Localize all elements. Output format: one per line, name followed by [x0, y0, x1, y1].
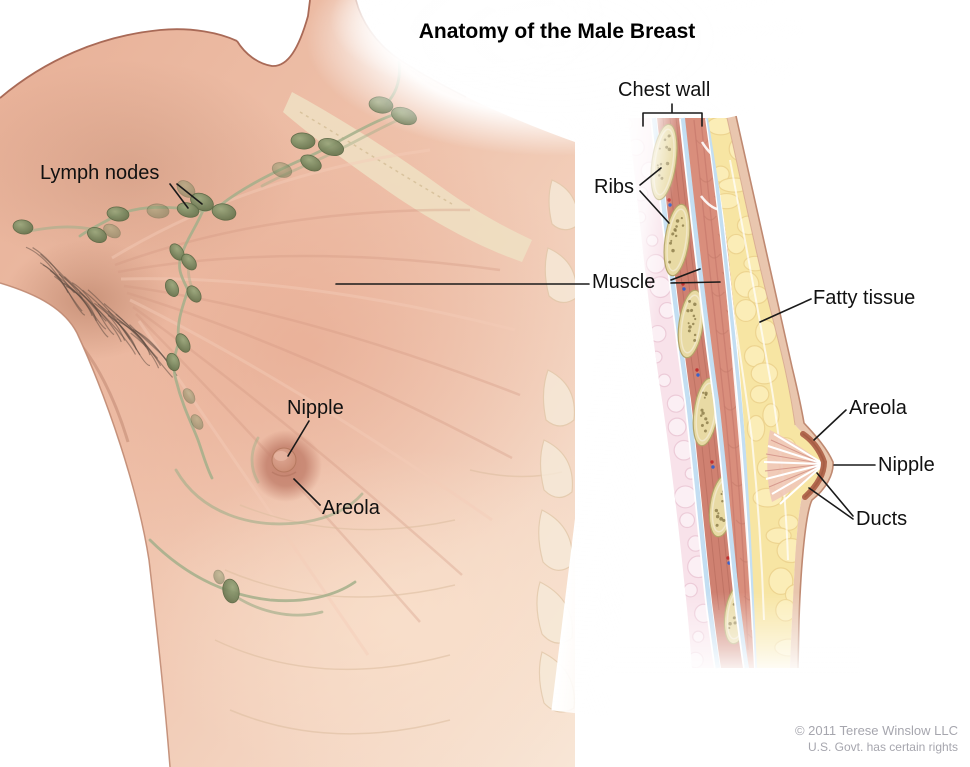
copyright-credit: © 2011 Terese Winslow LLC U.S. Govt. has…: [795, 723, 958, 755]
armpit-hair: [25, 246, 178, 378]
areola-cross-section: [800, 431, 828, 500]
lymph-node: [166, 352, 180, 372]
cross-section-illustration: [551, 65, 860, 718]
label-areola-right: Areola: [849, 397, 907, 419]
ribs-pointer-1: [639, 167, 662, 186]
ribs-pointer-2: [639, 190, 670, 224]
chest-wall-bracket: [642, 103, 703, 127]
diagram-title: Anatomy of the Male Breast: [418, 20, 696, 43]
lymph-node: [175, 333, 191, 353]
lymph-node: [271, 162, 293, 178]
serratus-outlines: [536, 179, 575, 713]
torso-illustration: [0, 0, 805, 767]
clavicle-band: [283, 92, 532, 262]
torso-shading: [0, 60, 575, 767]
fatty-tissue-pointer: [759, 298, 812, 323]
lymph-node: [164, 279, 180, 297]
left-edge-fade: [551, 65, 689, 718]
lymph-node: [176, 180, 196, 198]
nipple-left-pointer: [287, 420, 310, 457]
skin-outline: [735, 115, 834, 669]
lymph-nodes-pointer-1: [169, 183, 189, 209]
lymph-node: [176, 202, 200, 218]
label-ribs: Ribs: [594, 176, 635, 198]
lymph-node: [186, 285, 202, 303]
lymph-node: [12, 219, 34, 235]
rights-line: U.S. Govt. has certain rights: [807, 739, 958, 754]
lymph-node: [300, 154, 322, 172]
label-lymph-nodes: Lymph nodes: [40, 162, 160, 184]
label-chest-wall: Chest wall: [618, 79, 711, 101]
muscle-pointer-1: [670, 268, 701, 281]
ducts-pointer-2: [808, 487, 854, 520]
lymph-node: [106, 206, 130, 222]
lymph-nodes-pointer-2: [176, 183, 203, 205]
ducts-pointer-1: [816, 472, 854, 517]
lymph-node: [222, 578, 240, 604]
lymph-node: [290, 132, 316, 150]
bottom-fade: [595, 592, 860, 692]
title-glow-2: [330, 0, 610, 90]
pectoral-muscle: [685, 118, 757, 668]
areola-right-pointer: [813, 409, 847, 441]
muscle-pointer-2: [670, 281, 721, 284]
label-nipple-right: Nipple: [878, 454, 935, 476]
lymph-node: [146, 203, 170, 219]
areola-left-pointer: [293, 478, 321, 506]
skin-inner-line: [726, 117, 796, 426]
label-muscle: Muscle: [592, 271, 656, 293]
lymph-node: [190, 414, 204, 430]
lymph-node: [87, 226, 107, 244]
lymph-node: [103, 223, 121, 239]
label-nipple-left: Nipple: [287, 397, 344, 419]
copyright-line: © 2011 Terese Winslow LLC: [794, 723, 958, 738]
left-nipple-areola: [250, 430, 322, 502]
lymph-node: [317, 137, 345, 157]
label-ducts: Ducts: [856, 508, 908, 530]
lymph-node: [182, 388, 196, 404]
pointer-lines: [169, 103, 876, 520]
rib: [677, 289, 705, 359]
ducts: [763, 430, 825, 505]
label-fatty-tissue: Fatty tissue: [813, 287, 916, 309]
label-areola-left: Areola: [322, 497, 380, 519]
lymph-node: [181, 253, 197, 271]
lymph-node: [213, 569, 225, 585]
lymph-node: [211, 203, 237, 221]
